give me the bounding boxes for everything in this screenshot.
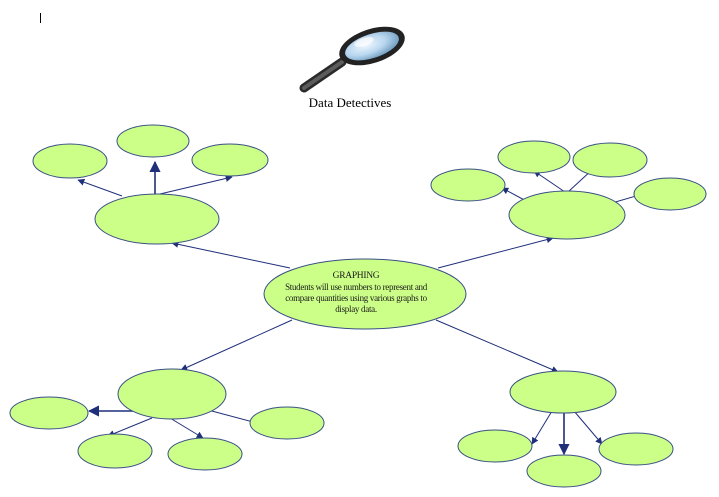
leaf-node xyxy=(32,143,108,179)
leaf-node xyxy=(116,124,190,158)
branch-node-top-right xyxy=(508,190,626,240)
page-title: Data Detectives xyxy=(308,95,392,110)
leaf-node xyxy=(9,396,89,430)
central-node-text: GRAPHING Students will use numbers to re… xyxy=(282,271,430,315)
central-node-description: Students will use numbers to represent a… xyxy=(285,282,427,314)
leaf-node xyxy=(526,454,602,488)
nodes xyxy=(9,124,707,488)
leaf-node xyxy=(497,140,571,174)
branch-node-bottom-right xyxy=(509,370,617,414)
leaf-node xyxy=(633,177,707,211)
leaf-node xyxy=(598,432,674,466)
leaf-node xyxy=(249,406,325,440)
leaf-node xyxy=(572,142,648,178)
leaf-node xyxy=(430,168,506,202)
branch-node-top-left xyxy=(94,193,220,245)
leaf-node xyxy=(457,429,533,463)
magnifying-glass-icon xyxy=(299,26,405,93)
leaf-node xyxy=(191,143,269,177)
leaf-node xyxy=(77,433,153,469)
leaf-node xyxy=(167,437,243,471)
text-cursor xyxy=(40,13,41,23)
central-node-heading: GRAPHING xyxy=(332,271,380,281)
branch-node-bottom-left xyxy=(117,368,227,420)
central-node xyxy=(263,258,467,330)
